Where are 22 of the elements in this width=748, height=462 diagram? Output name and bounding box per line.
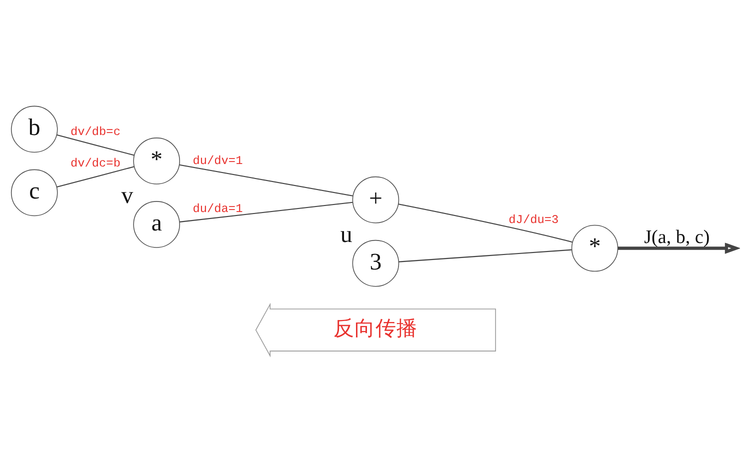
node-circle: * [571,224,618,272]
edge-label: J(a, b, c) [644,226,710,248]
node-circle: b [10,106,58,153]
node-circle: c [10,169,58,216]
node-circle: * [133,138,180,184]
node-circle: + [352,176,400,224]
connector [180,202,353,222]
node-circle: 3 [352,240,400,287]
node-circle: a [133,201,180,248]
edge-label: dv/dc=b [70,156,120,171]
node-label: u [340,222,352,248]
edge-label: dv/db=c [70,124,120,139]
node-label: v [121,183,134,210]
connector [56,166,134,188]
connector [179,164,353,196]
connector [398,249,572,262]
edge-label: du/dv=1 [192,154,243,168]
edge-label: dJ/du=3 [508,212,559,227]
connector [398,204,572,243]
connector [56,134,134,156]
arrow [618,242,740,254]
edge-label: du/da=1 [192,202,243,216]
